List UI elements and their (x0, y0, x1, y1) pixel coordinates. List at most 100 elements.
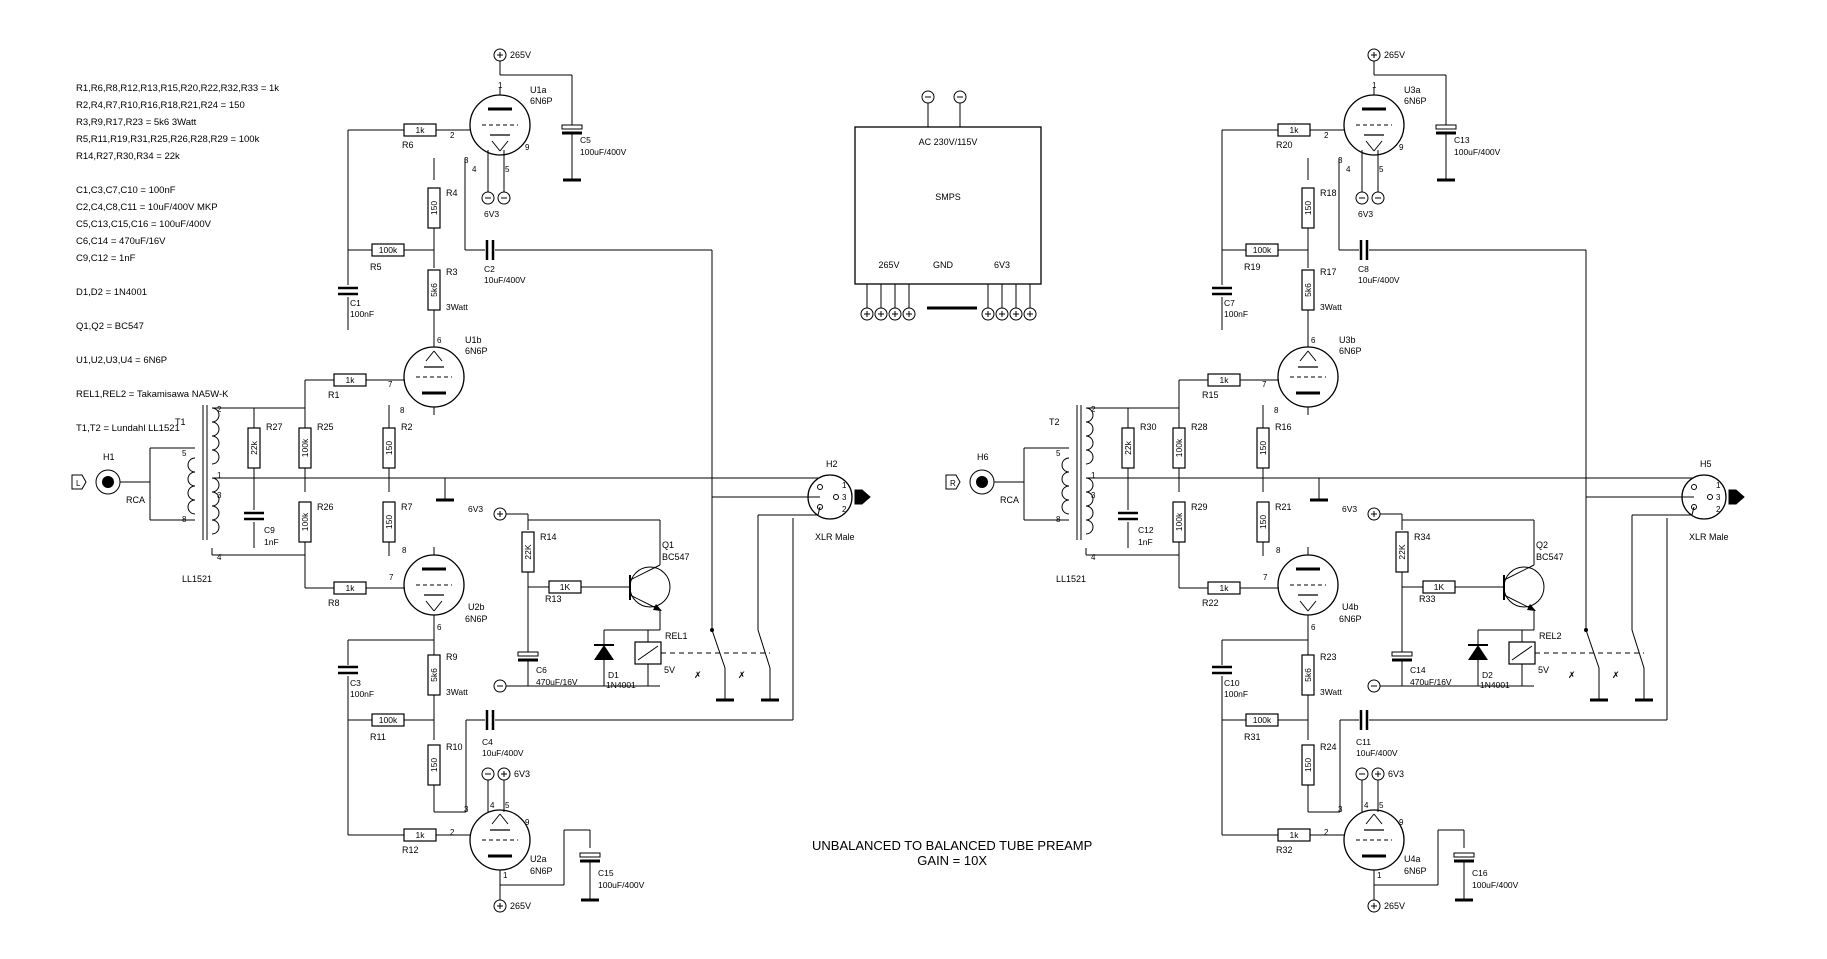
cap-value: 100uF/400V (1472, 880, 1519, 890)
pin: 7 (1262, 380, 1267, 389)
jack-type: RCA (1000, 495, 1019, 505)
resistor-body (1207, 581, 1241, 595)
tube-type: 6N6P (465, 346, 488, 356)
resistor-value: 22K (1397, 544, 1407, 559)
resistor-ref: R13 (545, 594, 562, 604)
pin: 2 (1324, 131, 1329, 140)
pin: 7 (388, 380, 393, 389)
resistor-ref: R10 (446, 742, 463, 752)
jack-type: XLR Male (815, 532, 855, 542)
resistor-ref: R30 (1140, 422, 1157, 432)
pin: 2 (1324, 828, 1329, 837)
relay-ref: REL2 (1539, 631, 1562, 641)
title-line-1: UNBALANCED TO BALANCED TUBE PREAMP (812, 838, 1093, 853)
supply-label: 6V3 (514, 769, 530, 779)
diode-ref: D2 (1482, 670, 1493, 680)
wire (1307, 350, 1317, 362)
resistor-ref: R2 (401, 422, 413, 432)
resistor-value: 100k (1174, 512, 1184, 531)
cap-value: 10uF/400V (484, 275, 526, 285)
transformer-type: LL1521 (182, 574, 212, 584)
pin: 4 (1364, 801, 1369, 810)
pin: 4 (490, 801, 495, 810)
tube-ref: U1a (530, 85, 547, 95)
pin: 8 (1274, 406, 1279, 415)
pin: 9 (525, 818, 530, 827)
no-connect-icon: ✗ (694, 670, 702, 680)
parts-list-line: C6,C14 = 470uF/16V (76, 236, 166, 247)
supply-label: 265V (510, 901, 531, 911)
rca-jack-pin (976, 476, 988, 488)
tube-type: 6N6P (530, 866, 553, 876)
tube-type: 6N6P (1339, 614, 1362, 624)
wire (425, 600, 435, 612)
pin: 9 (1399, 818, 1404, 827)
transformer-coil (187, 499, 196, 515)
resistor-value: 150 (429, 758, 439, 772)
pin: 6 (437, 336, 442, 345)
channel-letter: R (1730, 494, 1736, 503)
cap-ref: C10 (1224, 678, 1240, 688)
xlr-pin (1691, 484, 1697, 490)
transformer-coil (1085, 519, 1094, 535)
resistor-power: 3Watt (446, 687, 469, 697)
jack-ref: H2 (826, 459, 838, 469)
transistor-ref: Q2 (1536, 540, 1548, 550)
resistor-ref: R14 (540, 532, 557, 542)
resistor-ref: R27 (266, 422, 283, 432)
cap-ref: C3 (350, 678, 361, 688)
wire (1373, 140, 1383, 152)
resistor-ref: R24 (1320, 742, 1337, 752)
smps-output: 6V3 (994, 260, 1010, 270)
transformer-coil (211, 505, 220, 521)
resistor-ref: R29 (1191, 502, 1208, 512)
no-connect-icon: ✗ (1612, 670, 1620, 680)
resistor-body (403, 828, 437, 842)
title-line-2: GAIN = 10X (917, 853, 988, 868)
parts-list-line: T1,T2 = Lundahl LL1521 (76, 423, 180, 434)
parts-list-line: C2,C4,C8,C11 = 10uF/400V MKP (76, 202, 218, 213)
resistor-value: 1k (1220, 375, 1230, 385)
tube-type: 6N6P (1339, 346, 1362, 356)
wire (757, 629, 771, 669)
jack-type: XLR Male (1689, 532, 1729, 542)
output-arrow-icon (854, 489, 871, 505)
resistor-value: 150 (429, 201, 439, 215)
cap-value: 100uF/400V (598, 880, 645, 890)
cap-value: 100uF/400V (580, 147, 627, 157)
parts-list-line: D1,D2 = 1N4001 (76, 287, 148, 298)
supply-label: 6V3 (484, 209, 499, 219)
resistor-ref: R31 (1244, 732, 1261, 742)
xlr-pin (817, 484, 823, 490)
resistor-value: 150 (384, 515, 394, 529)
resistor-value: 150 (1258, 515, 1268, 529)
pin: 2 (450, 131, 455, 140)
resistor-body (333, 581, 367, 595)
channel-letter: L (856, 494, 861, 503)
pin: 3 (217, 491, 222, 500)
diode-icon (1468, 645, 1488, 660)
resistor-value: 22k (1123, 440, 1133, 454)
resistor-power: 3Watt (1320, 302, 1343, 312)
pin: 1 (1091, 471, 1096, 480)
supply-label: 6V3 (1358, 209, 1373, 219)
transformer-coil (1061, 485, 1070, 501)
pin: 1 (1716, 481, 1721, 490)
resistor-value: 5k6 (429, 668, 439, 682)
tube-type: 6N6P (530, 96, 553, 106)
resistor-ref: R4 (446, 188, 458, 198)
output-arrow-icon (1728, 489, 1745, 505)
pin: 9 (525, 143, 530, 152)
pin: 2 (1716, 505, 1721, 514)
resistor-ref: R28 (1191, 422, 1208, 432)
resistor-ref: R33 (1419, 594, 1436, 604)
resistor-ref: R21 (1275, 502, 1292, 512)
transistor-arrow (1527, 604, 1536, 611)
input-arrow-icon (71, 474, 87, 490)
pin: 3 (1338, 156, 1343, 165)
cap-value: 1nF (264, 537, 279, 547)
channel-letter: L (76, 479, 81, 488)
transistor-ref: Q1 (662, 540, 674, 550)
